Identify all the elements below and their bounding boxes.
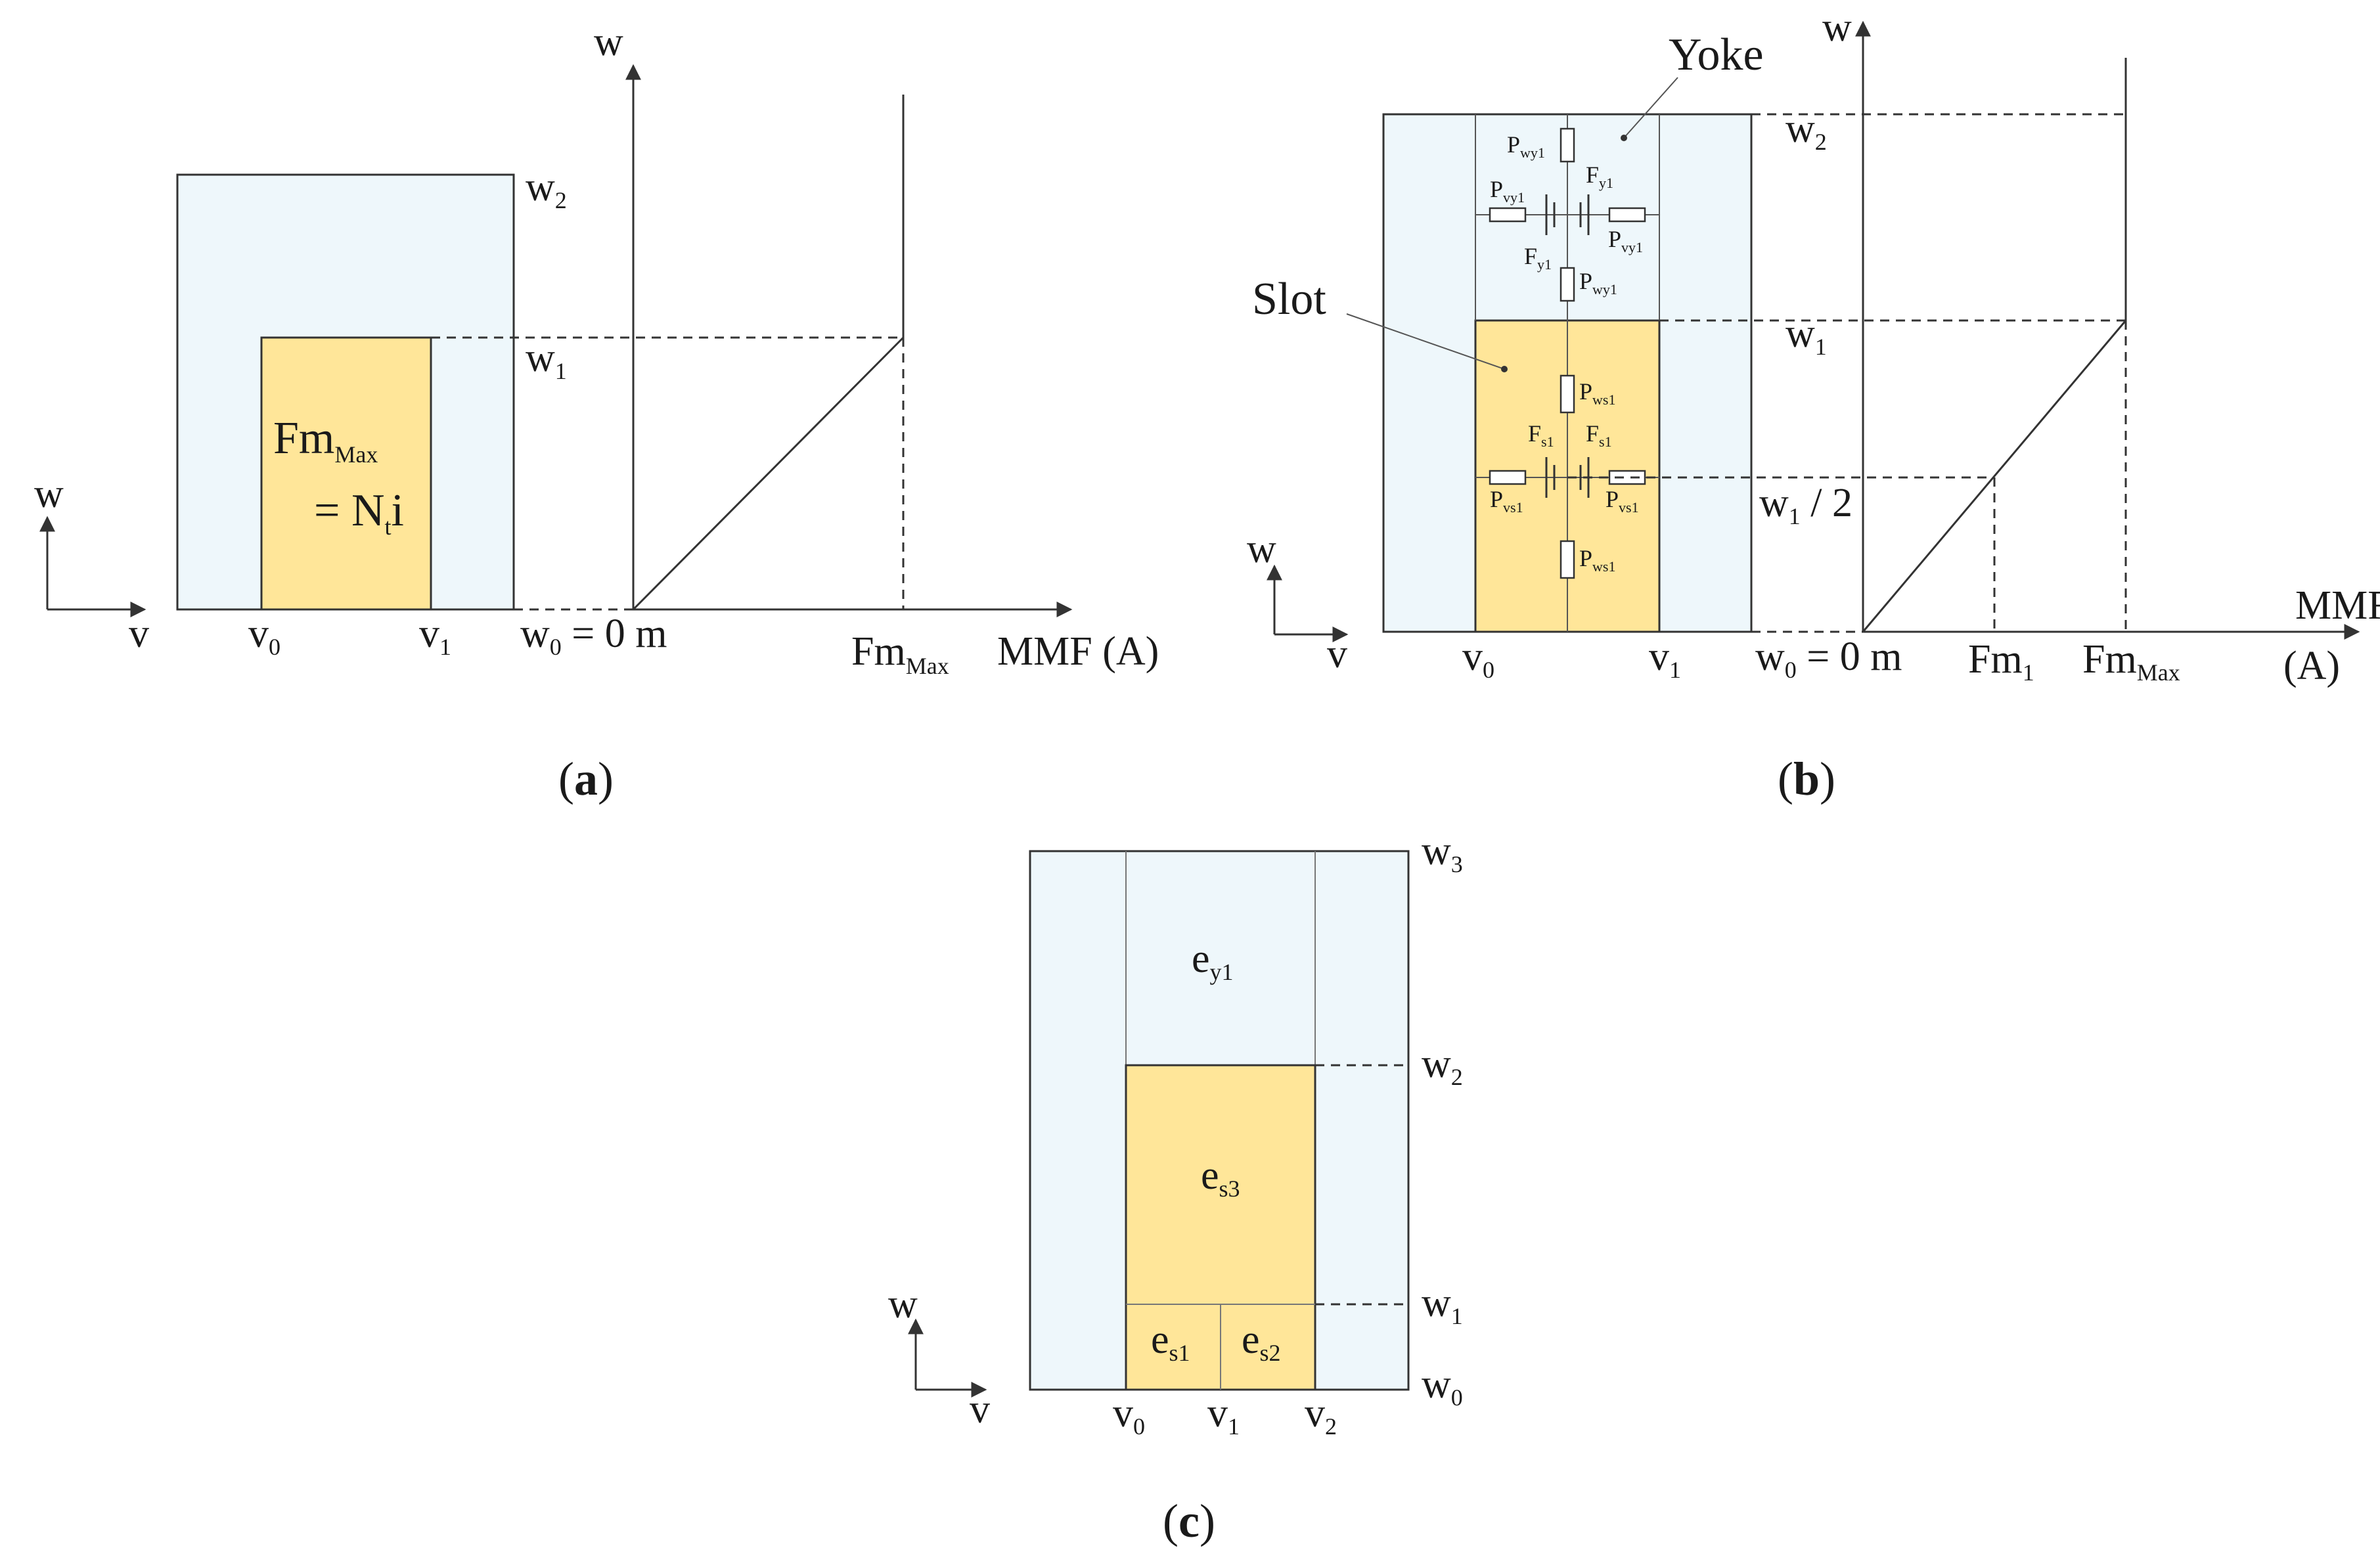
slot-leader-dot [1501,366,1508,372]
graph-w-label: w [1822,5,1852,50]
label-pvs1-right: Pvs1 [1605,486,1639,516]
caption-a: (a) [558,753,614,805]
slot-fmmax-label: FmMax [273,413,378,468]
local-v-label: v [1327,632,1347,676]
label-pvs1-left: Pvs1 [1490,486,1523,516]
mmf-ramp [632,336,905,611]
label-pws1-bottom: Pws1 [1579,545,1615,575]
element-es1-label: es1 [1151,1317,1190,1366]
w2-label: w2 [526,165,567,213]
w0-label: w0 = 0 m [1755,634,1902,683]
w1-half-label: w1 / 2 [1759,481,1852,529]
resistor-pwy1-top [1560,127,1575,163]
element-es2-label: es2 [1242,1317,1281,1366]
label-pvy1-right: Pvy1 [1608,226,1643,255]
fmmax-tick-label: FmMax [2082,637,2180,686]
v1-label: v1 [1649,634,1681,683]
slot-leader [1346,313,1505,370]
panel-c: w v ey1 es3 es1 es2 w3 w2 w1 w0 v0 v1 v2… [888,829,1463,1547]
label-pws1-top: Pws1 [1579,378,1615,408]
local-w-label: w [34,472,64,516]
element-es3-label: es3 [1201,1153,1240,1202]
resistor-pvs1-right [1608,470,1646,485]
slot-region [260,336,432,611]
label-fy1-bottom: Fy1 [1524,243,1552,273]
local-v-label: v [970,1387,990,1432]
v1-label: v1 [1207,1391,1240,1440]
mmf-axis-label: MMF (A) [997,629,1159,674]
slot-label: Slot [1252,274,1326,324]
yoke-label: Yoke [1669,30,1764,80]
fmmax-tick-label: FmMax [851,629,949,679]
yoke-leader-dot [1621,135,1627,141]
v0-label: v0 [1462,634,1494,683]
w1-label: w1 [1422,1281,1463,1329]
resistor-pwy1-bottom [1560,267,1575,302]
mmf-ramp [1862,320,2127,632]
w1-label: w1 [1785,311,1827,360]
label-fs1-right: Fs1 [1586,420,1612,450]
panel-b: Pwy1 Fy1 Pvy1 Pvy1 Fy1 Pwy1 Pws1 Fs1 Fs1… [1247,5,2380,805]
local-w-label: w [1247,527,1276,571]
resistor-pws1-top [1560,374,1575,414]
w0-label: w0 [1422,1362,1463,1411]
caption-c: (c) [1163,1495,1215,1547]
resistor-pvs1-left [1489,470,1527,485]
label-fy1-top: Fy1 [1586,162,1613,191]
w1-label: w1 [526,336,567,384]
fm1-tick-label: Fm1 [1968,637,2034,686]
slot-circuit [1475,374,1659,579]
local-v-label: v [129,611,149,656]
resistor-pws1-bottom [1560,540,1575,579]
resistor-pvy1-left [1489,207,1527,223]
w2-label: w2 [1422,1042,1463,1090]
w3-label: w3 [1422,829,1463,877]
v0-label: v0 [1113,1391,1145,1440]
caption-b: (b) [1778,753,1835,805]
v2-label: v2 [1305,1391,1337,1440]
v1-label: v1 [419,611,451,660]
mmf-unit-label: (A) [2283,644,2340,688]
label-pwy1-top: Pwy1 [1507,131,1545,161]
resistor-pvy1-right [1608,207,1646,223]
yoke-leader [1623,77,1678,139]
w0-label: w0 = 0 m [520,611,667,660]
local-w-label: w [888,1282,918,1327]
slot-nti-label: = Nti [314,485,404,540]
label-pwy1-bottom: Pwy1 [1579,268,1617,298]
v0-label: v0 [248,611,281,660]
label-fs1-left: Fs1 [1528,420,1554,450]
panel-a: w v w w2 w1 w0 = 0 m v0 v1 FmMax = Nti F… [34,20,1159,805]
label-pvy1-left: Pvy1 [1490,176,1525,206]
element-ey1-label: ey1 [1192,937,1234,985]
yoke-circuit [1475,114,1659,632]
w2-label: w2 [1785,106,1827,155]
graph-w-label: w [594,20,623,64]
mmf-axis-label: MMF [2295,583,2380,628]
